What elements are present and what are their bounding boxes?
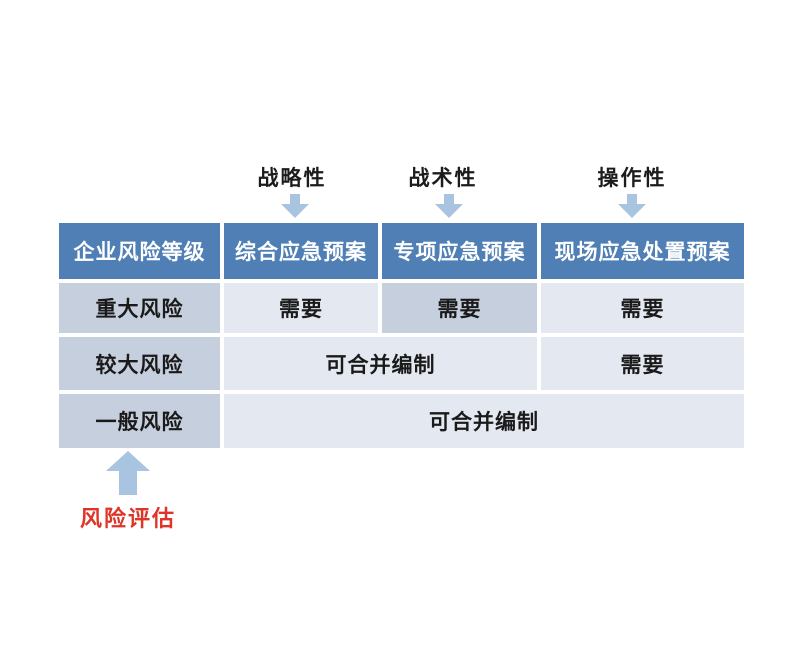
header-cell-risk-level: 企业风险等级: [59, 223, 220, 279]
annotation-operational: 操作性: [597, 165, 667, 190]
down-arrow-icon: [618, 194, 646, 218]
annotation-strategic: 战略性: [257, 165, 327, 190]
header-cell-comprehensive-plan: 综合应急预案: [224, 223, 378, 279]
value-cell-merged: 可合并编制: [224, 394, 744, 448]
value-cell: 需要: [382, 283, 537, 333]
value-cell: 需要: [224, 283, 378, 333]
annotation-tactical: 战术性: [408, 165, 478, 190]
value-cell-merged: 可合并编制: [224, 337, 537, 390]
header-cell-onsite-plan: 现场应急处置预案: [541, 223, 744, 279]
header-cell-special-plan: 专项应急预案: [382, 223, 537, 279]
row-label-cell: 较大风险: [59, 337, 220, 390]
row-label-cell: 一般风险: [59, 394, 220, 448]
risk-plan-table: 企业风险等级 综合应急预案 专项应急预案 现场应急处置预案 重大风险 需要 需要…: [59, 223, 744, 448]
value-cell: 需要: [541, 283, 744, 333]
row-label-cell: 重大风险: [59, 283, 220, 333]
down-arrow-icon: [435, 194, 463, 218]
up-arrow-icon: [106, 451, 150, 495]
down-arrow-icon: [281, 194, 309, 218]
annotation-risk-assessment: 风险评估: [79, 506, 176, 532]
value-cell: 需要: [541, 337, 744, 390]
